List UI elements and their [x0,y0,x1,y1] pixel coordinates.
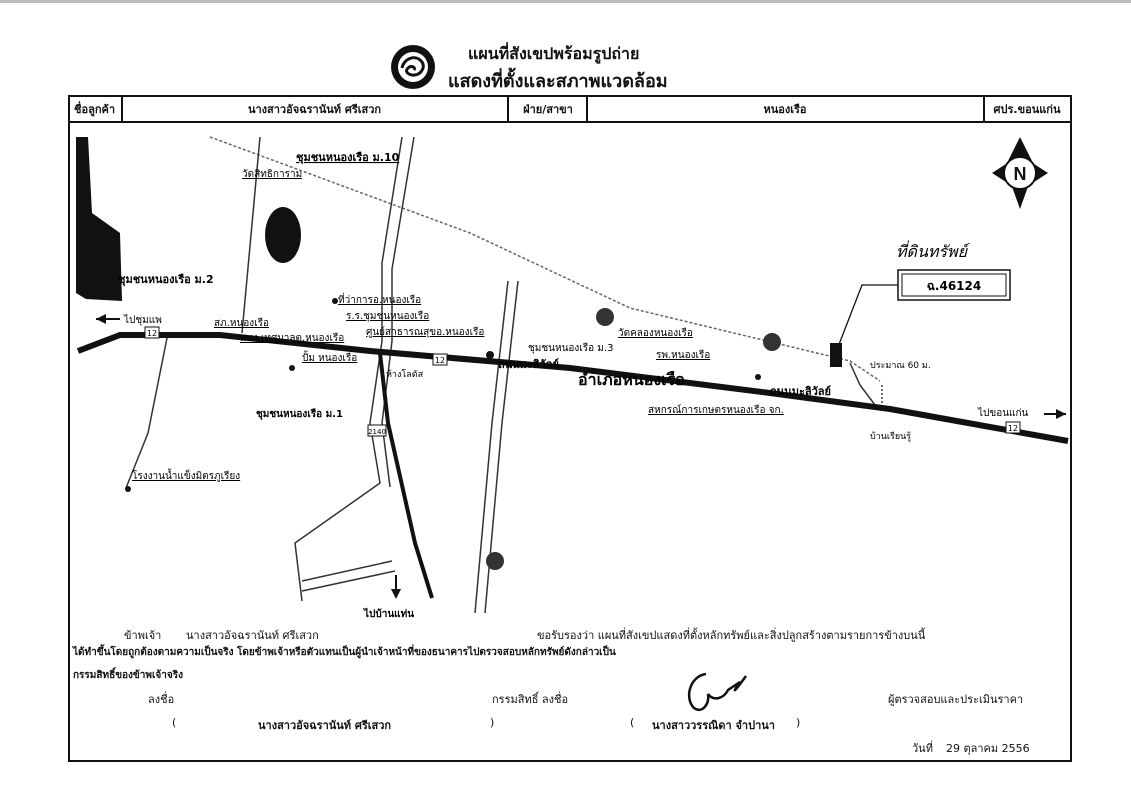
highway-shield-icon [1005,421,1021,434]
location-map: N ชุมชนหนองเรือ ม.10 วัดสิทธิการาม ชุมชน… [76,136,1069,618]
property-id-box [897,269,1011,301]
sign-label: ลงชื่อ [148,693,175,706]
certify-line-2: ได้ทำขึ้นโดยถูกต้องตามความเป็นจริง โดยข้… [73,647,616,658]
side-road [301,570,396,592]
date-value: 29 ตุลาคม 2556 [946,742,1030,755]
customer-name: นางสาวอัจฉรานันท์ ศรีเสวก [247,103,382,116]
open-paren: ( [630,716,635,729]
close-paren: ) [796,716,801,729]
side-road [484,280,519,614]
map-label: สภ.หนองเรือ [214,317,269,329]
map-label: ประมาณ 60 ม. [870,361,931,371]
side-road [294,136,403,602]
arrow-right-icon [1056,409,1066,419]
highway-2140 [378,352,434,599]
map-label: สหกรณ์การเกษตรหนองเรือ จก. [648,404,784,416]
side-road [849,362,876,406]
dark-area-block [76,137,122,301]
regional-center: ศปร.ขอนแก่น [993,103,1061,116]
open-paren: ( [172,716,177,729]
header-divider [121,97,123,121]
close-paren: ) [490,716,495,729]
map-label: สนง.เทศบาลต.หนองเรือ [240,332,344,344]
map-label: ชุมชนหนองเรือ ม.1 [256,408,343,420]
map-label: ชุมชนหนองเรือ ม.2 [118,273,214,287]
appraiser-name: นางสาววรรณิดา จำปานา [652,719,775,732]
landmark-dot-icon [486,552,504,570]
signature-icon [687,672,748,711]
highway-shield-icon [432,353,448,366]
highway-number: 12 [1008,424,1018,433]
appraiser-label: ผู้ตรวจสอบและประเมินราคา [888,693,1024,706]
canal-line [209,136,881,382]
header-divider [586,97,588,121]
header-divider [983,97,985,121]
property-marker-icon [830,343,842,367]
landmark-dot-icon [332,298,338,304]
bank-logo-icon [391,45,435,89]
map-label: ไปบ้านแท่น [363,607,414,618]
map-label: ชุมชนหนองเรือ ม.10 [296,151,400,165]
i-name: นางสาวอัจฉรานันท์ ศรีเสวก [186,629,319,642]
document-frame [68,95,1072,762]
north-letter: N [1014,164,1027,184]
map-label: โรงงานน้ำแข็งมิตรภูเรียง [132,468,240,482]
title-line-2: แสดงที่ตั้งและสภาพแวดล้อม [448,71,668,92]
i-label: ข้าพเจ้า [124,629,162,642]
property-leader-line [837,284,900,348]
map-label: ไปชุมแพ [123,314,162,326]
north-compass-icon [1003,156,1037,190]
side-road [381,136,415,488]
map-label: ชุมชนหนองเรือ ม.3 [528,342,613,354]
header-bottom-rule [69,121,1071,123]
side-road [125,332,169,489]
map-label: ศูนย์สาธารณสุขอ.หนองเรือ [366,326,484,338]
pond-shape [265,207,301,263]
side-road [241,136,261,334]
map-label: ถนนมะลิวัลย์ [770,385,831,398]
branch-label: ฝ่าย/สาขา [523,103,573,116]
highway-shield-icon [144,326,160,339]
map-label: วัดคลองหนองเรือ [618,327,693,339]
title-line-1: แผนที่สังเขปพร้อมรูปถ่าย [468,44,640,63]
side-road [301,560,393,582]
map-label: อำเภอหนองเรือ [578,370,685,389]
owner-sign-label: กรรมสิทธิ์ ลงชื่อ [492,693,569,706]
owner-name: นางสาวอัจฉรานันท์ ศรีเสวก [258,719,392,732]
highway-number: 2140 [368,428,386,436]
landmark-dot-icon [755,374,761,380]
certify-line-3: กรรมสิทธิ์ของข้าพเจ้าจริง [73,670,183,681]
map-label: ห้างโลตัส [386,369,424,380]
scan-top-edge [0,0,1131,3]
highway-shield-icon [367,424,387,437]
map-label: วัดสิทธิการาม [242,169,302,180]
map-label: ร.ร.ชุมชนหนองเรือ [346,310,429,322]
map-label: ปั้ม หนองเรือ [302,350,357,364]
map-label: ไปขอนแก่น [977,407,1029,419]
certify-text: ขอรับรองว่า แผนที่สังเขปแสดงที่ตั้งหลักท… [537,629,926,642]
landmark-dot-icon [289,365,295,371]
property-id: ฉ.46124 [927,279,981,293]
landmark-dot-icon [125,486,131,492]
map-label: ที่ว่าการอ.หนองเรือ [338,292,421,306]
highway-number: 12 [435,356,445,365]
highway-12 [76,332,1069,444]
date-label: วันที่ [912,742,933,755]
branch-name: หนองเรือ [763,103,807,116]
property-handwritten-label: ที่ดินทรัพย์ [896,240,970,261]
map-label: บ้านเรียนรู้ [870,431,911,442]
map-label: รพ.หนองเรือ [656,349,710,361]
landmark-dot-icon [763,333,781,351]
arrow-left-icon [96,314,106,324]
highway-number: 12 [147,329,157,338]
landmark-dot-icon [486,351,494,359]
map-label: ถนนมะลิวัลย์ [498,358,559,371]
side-road [474,280,509,614]
customer-label: ชื่อลูกค้า [74,103,116,116]
property-id-box-inner [901,273,1007,297]
landmark-dot-icon [596,308,614,326]
arrow-down-icon [391,589,401,599]
header-divider [507,97,509,121]
